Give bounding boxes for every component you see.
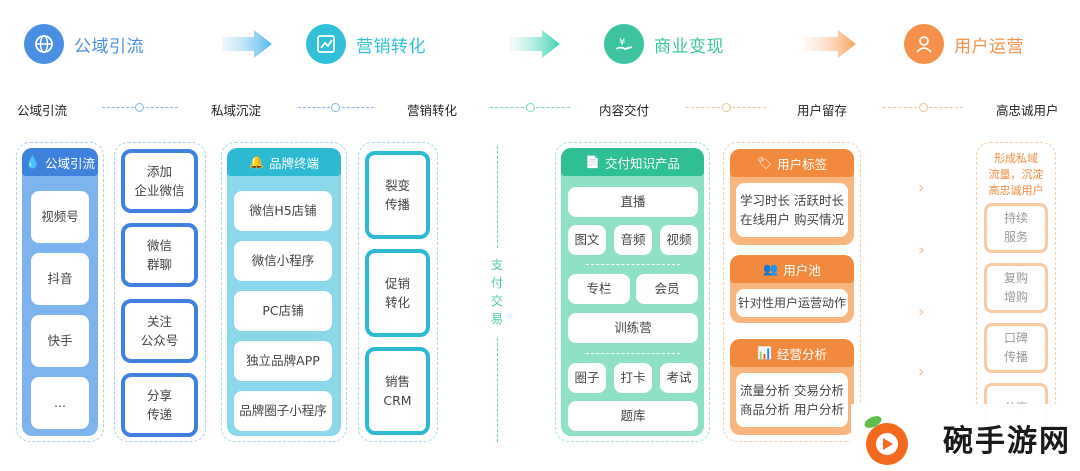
bell-icon: 🔔 bbox=[249, 155, 264, 169]
chart-icon bbox=[306, 24, 346, 64]
marketing-item: 销售 CRM bbox=[365, 347, 430, 435]
product-item: 题库 bbox=[568, 401, 698, 431]
step-dot bbox=[722, 103, 731, 112]
step-dot bbox=[135, 103, 144, 112]
stage-title: 营销转化 bbox=[356, 36, 426, 57]
section-header-label: 用户标签 bbox=[777, 156, 828, 172]
stage-title: 用户运营 bbox=[954, 36, 1024, 57]
column-private-traffic: 添加 企业微信 微信 群聊 关注 公众号 分享 传递 bbox=[114, 142, 206, 442]
loyalty-item: 复购 增购 bbox=[984, 263, 1048, 313]
column-header-label: 公域引流 bbox=[44, 155, 95, 171]
arrow-right-icon bbox=[510, 30, 560, 58]
column-loyal-users: 形成私域 流量，沉淀 高忠诚用户 持续 服务 复购 增购 口碑 传播 分享 bbox=[976, 142, 1056, 442]
document-icon: 📄 bbox=[585, 155, 600, 169]
section-header-label: 经营分析 bbox=[776, 346, 827, 362]
product-item: 考试 bbox=[660, 363, 698, 393]
product-item: 图文 bbox=[568, 225, 606, 255]
pool-content: 针对性用户运营动作 bbox=[736, 289, 848, 317]
arrow-right-icon bbox=[806, 30, 856, 58]
play-logo-icon bbox=[864, 416, 908, 465]
column-header-label: 交付知识产品 bbox=[604, 155, 680, 171]
watermark-logo: 碗手游网 bbox=[851, 404, 1080, 471]
column-traffic-sources: 💧 公域引流 视频号 抖音 快手 ... bbox=[16, 142, 104, 442]
divider-line bbox=[497, 146, 498, 248]
private-item: 关注 公众号 bbox=[121, 299, 198, 363]
separator bbox=[586, 264, 680, 265]
private-item: 分享 传递 bbox=[121, 373, 198, 437]
loyal-users-caption: 形成私域 流量，沉淀 高忠诚用户 bbox=[988, 152, 1044, 197]
money-hand-icon: ¥ bbox=[604, 24, 644, 64]
user-icon bbox=[904, 24, 944, 64]
column-knowledge-products: 📄 交付知识产品 直播 图文 音频 视频 专栏 会员 训练营 圈子 打卡 考试 题… bbox=[555, 142, 710, 442]
column-header: 🔔 品牌终端 bbox=[227, 148, 341, 176]
product-item: 会员 bbox=[636, 274, 698, 304]
private-item: 添加 企业微信 bbox=[121, 149, 198, 213]
step-label: 营销转化 bbox=[407, 103, 458, 118]
chevron-right-icon: › bbox=[918, 362, 925, 381]
section-header-label: 用户池 bbox=[783, 262, 821, 278]
step-label: 高忠诚用户 bbox=[996, 103, 1059, 118]
logo-text: 碗手游网 bbox=[943, 423, 1071, 459]
terminal-item: 独立品牌APP bbox=[234, 341, 332, 381]
stage-marketing: 营销转化 bbox=[306, 24, 426, 64]
terminal-item: 微信H5店铺 bbox=[234, 191, 332, 231]
channel-item: 视频号 bbox=[31, 191, 89, 243]
stage-monetize: ¥ 商业变现 bbox=[604, 24, 724, 64]
step-label: 内容交付 bbox=[599, 103, 650, 118]
terminal-item: PC店铺 bbox=[234, 291, 332, 331]
chevron-right-icon: › bbox=[918, 178, 925, 197]
column-brand-terminal: 🔔 品牌终端 微信H5店铺 微信小程序 PC店铺 独立品牌APP 品牌圈子小程序 bbox=[221, 142, 347, 442]
step-label: 用户留存 bbox=[797, 103, 848, 118]
droplet-icon: 💧 bbox=[25, 155, 40, 169]
private-item: 微信 群聊 bbox=[121, 223, 198, 287]
product-item: 训练营 bbox=[568, 313, 698, 343]
product-item: 音频 bbox=[614, 225, 652, 255]
product-item: 打卡 bbox=[614, 363, 652, 393]
chart-icon: 📊 bbox=[757, 346, 772, 360]
terminal-item: 品牌圈子小程序 bbox=[234, 391, 332, 431]
svg-text:¥: ¥ bbox=[619, 37, 625, 48]
product-item: 直播 bbox=[568, 187, 698, 217]
step-dot bbox=[331, 103, 340, 112]
column-header-label: 品牌终端 bbox=[268, 155, 319, 171]
product-item: 专栏 bbox=[568, 274, 630, 304]
step-label: 私域沉淀 bbox=[211, 103, 262, 118]
separator bbox=[586, 353, 680, 354]
chevron-right-icon: › bbox=[918, 302, 925, 321]
channel-item: 抖音 bbox=[31, 253, 89, 305]
pool-icon: 👥 bbox=[763, 262, 779, 276]
tag-icon: 🏷 bbox=[756, 156, 773, 170]
stage-operation: 用户运营 bbox=[904, 24, 1024, 64]
loyalty-item: 口碑 传播 bbox=[984, 323, 1048, 373]
loyalty-item: 持续 服务 bbox=[984, 203, 1048, 253]
payment-label: 支 付 交 易 bbox=[490, 258, 503, 326]
marketing-item: 促销 转化 bbox=[365, 249, 430, 337]
divider-line bbox=[497, 338, 498, 442]
arrow-right-icon bbox=[222, 30, 272, 58]
column-header: 📄 交付知识产品 bbox=[561, 148, 704, 176]
marketing-item: 裂变 传播 bbox=[365, 151, 430, 239]
analysis-content: 流量分析 交易分析 商品分析 用户分析 bbox=[736, 373, 848, 427]
product-item: 圈子 bbox=[568, 363, 606, 393]
column-header: 💧 公域引流 bbox=[22, 148, 98, 176]
section-header: 📊 经营分析 bbox=[730, 339, 854, 367]
column-user-retention: 🏷 用户标签 学习时长 活跃时长 在线用户 购买情况 👥 用户池 针对性用户运营动作… bbox=[723, 142, 861, 442]
product-item: 视频 bbox=[660, 225, 698, 255]
column-marketing-tools: 裂变 传播 促销 转化 销售 CRM bbox=[358, 142, 438, 442]
step-dot bbox=[919, 103, 928, 112]
tags-content: 学习时长 活跃时长 在线用户 购买情况 bbox=[736, 183, 848, 237]
step-dot bbox=[526, 103, 535, 112]
section-header: 👥 用户池 bbox=[730, 255, 854, 283]
stage-title: 商业变现 bbox=[654, 36, 724, 57]
stage-traffic: 公域引流 bbox=[24, 24, 144, 64]
chevron-right-icon: › bbox=[918, 240, 925, 259]
globe-icon bbox=[24, 24, 64, 64]
section-header: 🏷 用户标签 bbox=[730, 149, 854, 177]
step-label: 公域引流 bbox=[17, 103, 68, 118]
terminal-item: 微信小程序 bbox=[234, 241, 332, 281]
channel-item: 快手 bbox=[31, 315, 89, 367]
stage-title: 公域引流 bbox=[74, 36, 144, 57]
channel-item: ... bbox=[31, 377, 89, 429]
